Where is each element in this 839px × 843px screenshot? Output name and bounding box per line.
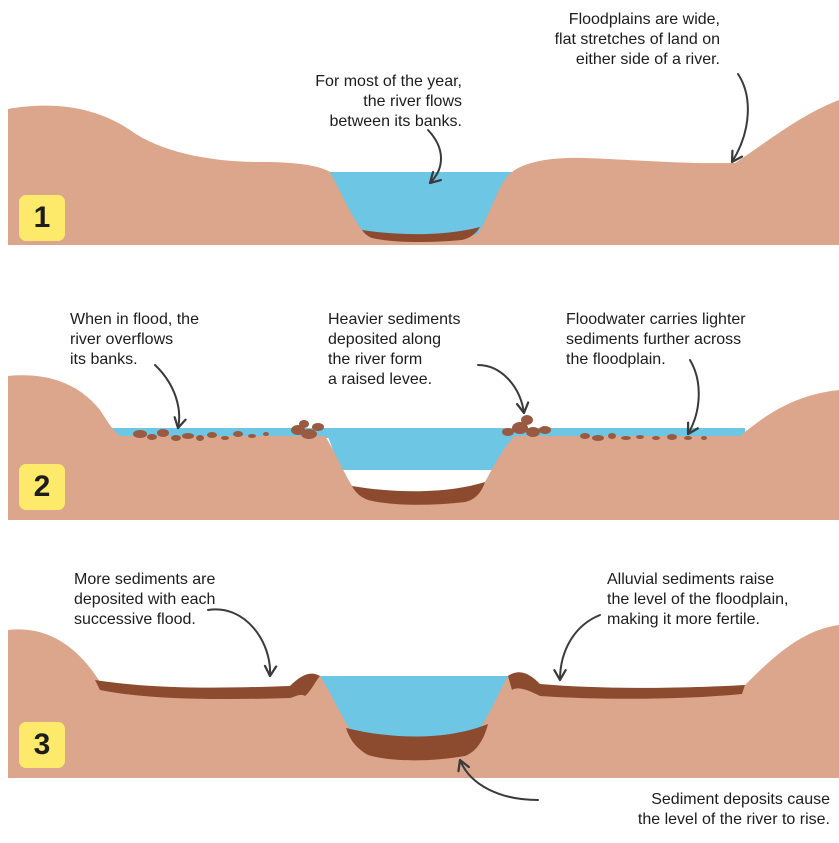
panel-2 xyxy=(8,375,839,520)
river-water-2 xyxy=(325,428,515,470)
panel-3 xyxy=(8,625,839,778)
label-riverbed: Sediment deposits cause the level of the… xyxy=(540,790,830,830)
panel-number-3: 3 xyxy=(19,722,65,768)
arrow-floodwater xyxy=(688,360,699,434)
label-alluvial: Alluvial sediments raise the level of th… xyxy=(607,570,835,630)
panel-number-2: 2 xyxy=(19,464,65,510)
levee-rocks-right xyxy=(502,415,551,437)
label-floodwater: Floodwater carries lighter sediments fur… xyxy=(566,310,826,370)
label-more-sediments: More sediments are deposited with each s… xyxy=(74,570,294,630)
panel-number-1: 1 xyxy=(19,195,65,241)
label-river-flows: For most of the year, the river flows be… xyxy=(230,72,462,132)
arrow-floodplain xyxy=(732,74,748,162)
arrow-alluvial xyxy=(560,615,600,680)
label-levee: Heavier sediments deposited along the ri… xyxy=(328,310,528,390)
label-overflow: When in flood, the river overflows its b… xyxy=(70,310,270,370)
arrow-overflow xyxy=(155,365,179,428)
alluvial-layer-right xyxy=(508,672,745,698)
label-floodplains: Floodplains are wide, flat stretches of … xyxy=(480,10,720,70)
